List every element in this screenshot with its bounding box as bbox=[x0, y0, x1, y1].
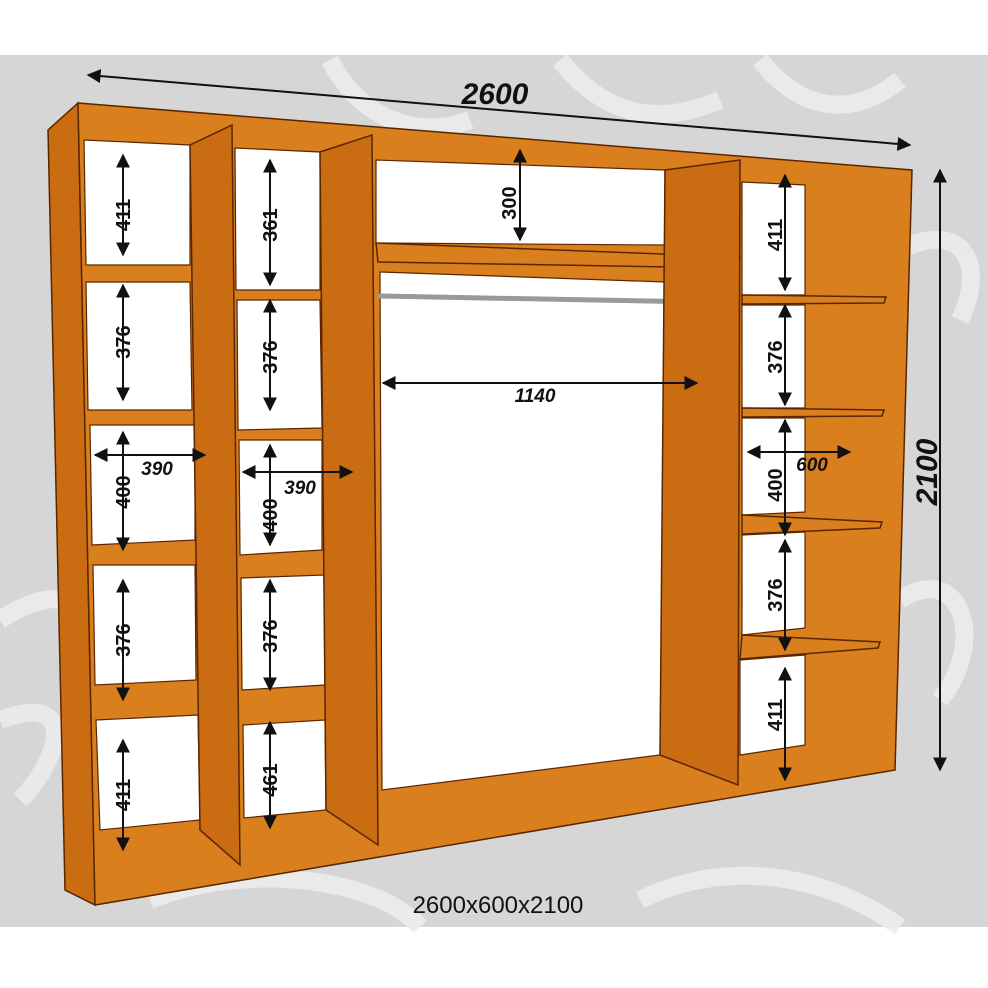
height-label: 361 bbox=[260, 208, 282, 241]
hanging-rail bbox=[377, 293, 701, 305]
cell bbox=[83, 139, 191, 266]
height-label: 376 bbox=[765, 578, 787, 611]
height-label: 400 bbox=[260, 498, 282, 531]
divider-panel bbox=[659, 159, 741, 787]
height-label: 300 bbox=[499, 186, 521, 219]
cell bbox=[95, 714, 201, 831]
hanging-space bbox=[379, 271, 666, 791]
width-label: 1140 bbox=[515, 386, 556, 407]
hanging-section bbox=[375, 159, 742, 791]
cell bbox=[85, 281, 193, 411]
height-label: 411 bbox=[113, 779, 135, 811]
height-label: 400 bbox=[113, 475, 135, 508]
cell bbox=[89, 424, 196, 546]
width-label: 390 bbox=[284, 478, 316, 499]
height-label: 400 bbox=[765, 468, 787, 501]
shelf bbox=[741, 514, 884, 535]
depth-label: 600 bbox=[796, 455, 828, 476]
height-label: 461 bbox=[260, 763, 282, 796]
overall-height-label: 2100 bbox=[911, 438, 944, 506]
dimension-arrows bbox=[86, 69, 947, 852]
column-1 bbox=[83, 123, 241, 867]
cell bbox=[92, 564, 197, 686]
height-label: 411 bbox=[765, 219, 787, 251]
divider-panel bbox=[319, 133, 379, 847]
height-label: 411 bbox=[765, 699, 787, 731]
height-label: 376 bbox=[113, 623, 135, 656]
shelf bbox=[741, 294, 888, 305]
height-label: 376 bbox=[765, 340, 787, 373]
height-label: 376 bbox=[260, 619, 282, 652]
width-label: 390 bbox=[141, 459, 173, 480]
shelf bbox=[741, 407, 886, 418]
height-label: 376 bbox=[260, 340, 282, 373]
height-label: 411 bbox=[113, 199, 135, 231]
height-label: 376 bbox=[113, 325, 135, 358]
cell bbox=[242, 719, 327, 819]
dimensions-caption: 2600x600x2100 bbox=[413, 892, 584, 919]
overall-width-label: 2600 bbox=[461, 78, 529, 111]
cell bbox=[240, 574, 326, 691]
shelf bbox=[739, 634, 882, 660]
